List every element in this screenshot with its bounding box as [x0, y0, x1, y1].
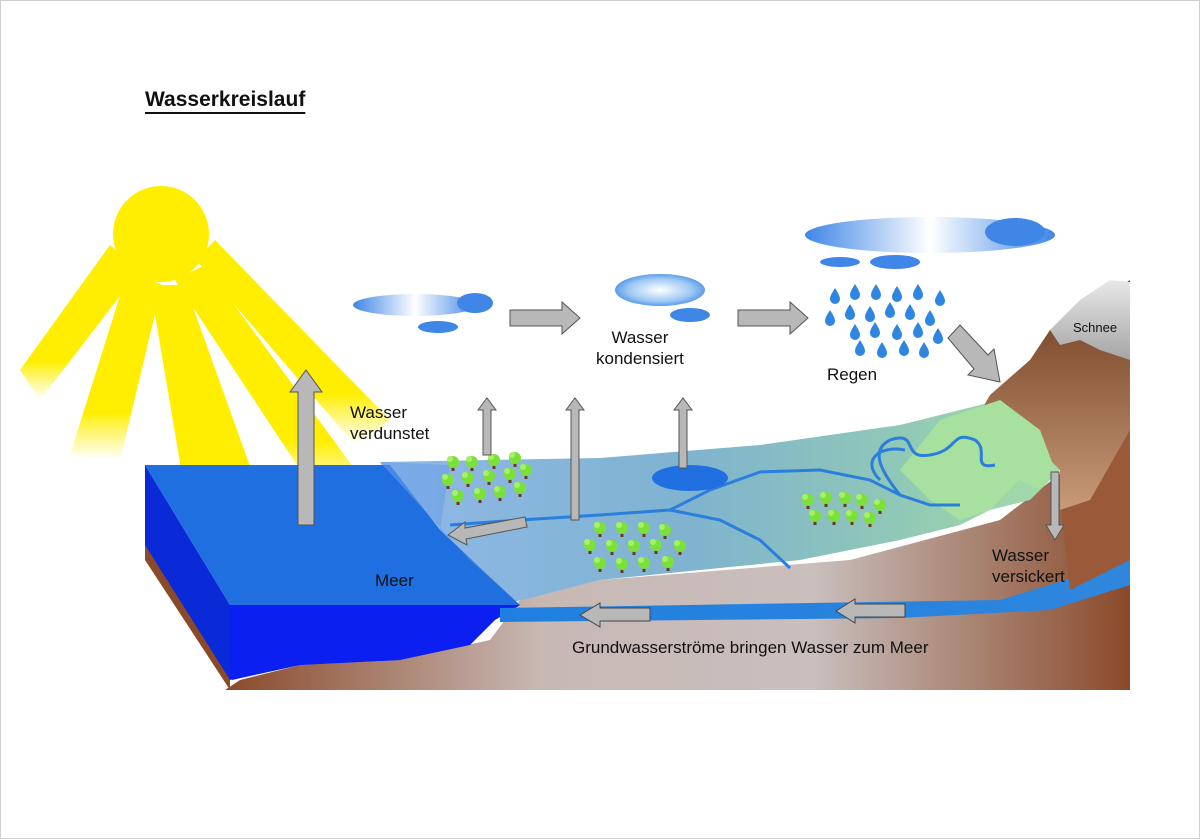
sea-shallow	[380, 462, 520, 605]
earth-layer	[225, 420, 1130, 690]
label-evaporation-line2: verdunstet	[350, 424, 430, 443]
land-surface	[380, 400, 1060, 605]
label-infiltration-line2: versickert	[992, 567, 1065, 586]
arrow-wind-1	[509, 300, 581, 336]
sun-disc	[113, 186, 209, 282]
arrow-rain-to-mountain	[947, 324, 1001, 383]
arrow-groundwater-2	[579, 602, 651, 628]
sea-surface	[145, 465, 520, 605]
arrow-groundwater-1	[835, 598, 906, 624]
label-infiltration-line1: Wasser	[992, 546, 1049, 565]
cloud-right	[805, 217, 1055, 269]
label-condensation-line2: kondensiert	[596, 349, 684, 368]
rain-drops	[825, 284, 945, 358]
snow-cap	[1050, 280, 1130, 360]
sea-side-front	[230, 605, 520, 680]
page-title: Wasserkreislauf	[145, 88, 306, 111]
label-groundwater: Grundwasserströme bringen Wasser zum Mee…	[572, 638, 929, 657]
cloud-left	[353, 293, 493, 333]
arrow-wind-2	[737, 300, 809, 336]
label-condensation: Wasser kondensiert	[596, 327, 684, 369]
label-condensation-line1: Wasser	[611, 328, 669, 347]
sun-ray	[70, 270, 162, 460]
groundwater-band	[500, 560, 1130, 622]
label-evaporation-line1: Wasser	[350, 403, 407, 422]
label-sea: Meer	[375, 571, 414, 590]
arrow-evaporation-sea	[289, 369, 323, 526]
arrow-evaporation-1	[477, 397, 497, 456]
label-evaporation: Wasser verdunstet	[350, 402, 429, 444]
mountain-meadow	[900, 400, 1055, 520]
sun-ray	[150, 285, 270, 522]
sea-left-face	[145, 465, 230, 680]
arrow-runoff	[447, 516, 528, 546]
sun-ray	[175, 265, 370, 500]
arrows	[289, 300, 1065, 628]
arrow-evaporation-lake	[673, 397, 693, 469]
arrow-infiltration	[1045, 471, 1065, 541]
sun-ray	[196, 240, 390, 445]
groundwater-right	[1060, 430, 1130, 590]
cloud-middle	[615, 274, 710, 322]
sun	[20, 186, 390, 522]
label-rain: Regen	[827, 365, 878, 384]
label-snow: Schnee	[1073, 320, 1118, 335]
label-infiltration: Wasser versickert	[992, 545, 1065, 587]
earth-left-side	[145, 545, 230, 690]
arrow-evaporation-2	[565, 397, 585, 521]
sun-ray	[20, 245, 140, 400]
lake	[652, 465, 728, 491]
